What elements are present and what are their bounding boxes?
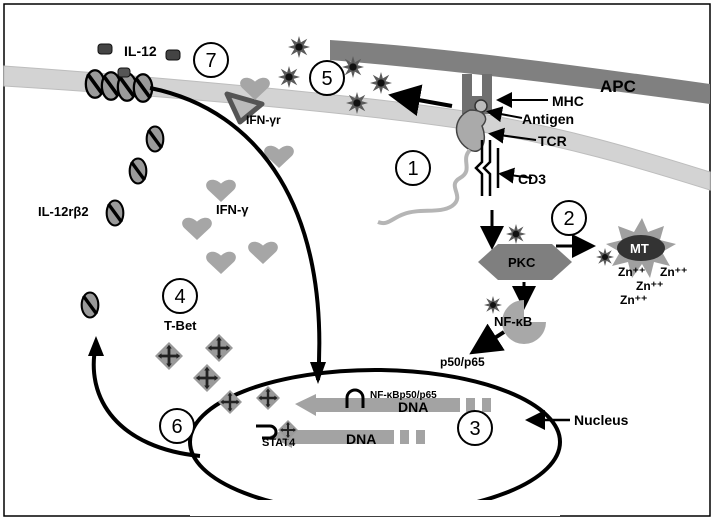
dna-strand-lower: [270, 426, 394, 448]
apc-label: APC: [600, 77, 636, 96]
step-1-label: 1: [407, 158, 418, 180]
p50p65-label: p50/p65: [440, 355, 485, 369]
ifn-receptor: [224, 91, 265, 125]
step-6-circle: [159, 408, 195, 444]
zn-label-4: Zn⁺⁺: [620, 293, 647, 307]
il12r-free-4: [80, 290, 100, 320]
il12r-free-1: [145, 124, 165, 154]
nucleus-cut: [190, 500, 560, 516]
il12r-label: IL-12rβ2: [38, 204, 89, 219]
nfkb-molecule: [502, 300, 546, 344]
stat4-label: STAT4: [262, 437, 296, 449]
nfkb-activation-star: [484, 296, 502, 314]
step-5-label: 5: [321, 68, 332, 90]
zn-label-2: Zn⁺⁺: [660, 265, 687, 279]
il12r-free-3: [105, 198, 125, 228]
mhc-label: MHC: [552, 93, 584, 109]
feedback-path: [91, 343, 201, 458]
dna-block-2: [482, 398, 491, 412]
dna-strand-upper: [295, 394, 460, 416]
dna-block-3: [400, 430, 409, 444]
ifn-gamma-label: IFN-γ: [216, 202, 249, 217]
mt-activation-star: [596, 248, 614, 266]
nfkb-binding-hook: [345, 388, 365, 408]
il12-molecules: [97, 43, 181, 78]
apc-membrane: [330, 40, 710, 104]
nfkb-label: NF-κB: [494, 314, 532, 329]
step-3-label: 3: [469, 418, 480, 440]
tcr-arrow: [488, 127, 537, 144]
step-2-label: 2: [563, 208, 574, 230]
dna-label-upper: DNA: [398, 399, 428, 415]
secretion-arrow: [388, 84, 453, 116]
mhc-tcr-complex: [377, 74, 500, 225]
step-markers: 1 2 3 4 5 6 7: [159, 42, 587, 446]
tcr-label: TCR: [538, 133, 567, 149]
step-1-circle: [395, 150, 431, 186]
mt-label: MT: [630, 241, 649, 256]
stat4-binding-hook: [256, 424, 278, 440]
il12-label: IL-12: [124, 43, 157, 59]
nucleus-label: Nucleus: [574, 412, 629, 428]
step-7-circle: [193, 42, 229, 78]
zn-label-3: Zn⁺⁺: [636, 279, 663, 293]
step-5-circle: [309, 60, 345, 96]
step-4-circle: [162, 278, 198, 314]
pkc-activation-star: [506, 224, 526, 244]
cd3-arrow: [498, 167, 533, 184]
dna-block-4: [416, 430, 425, 444]
mt-core: [617, 235, 665, 261]
il12r-free-2: [128, 156, 148, 186]
step-2-circle: [551, 200, 587, 236]
pkc-label: PKC: [508, 255, 536, 270]
ifn-receptor-label: IFN-γr: [246, 113, 281, 127]
tcr-tail: [377, 148, 472, 225]
feedback-head: [88, 336, 104, 356]
nfkb-to-nucleus-arrow: [469, 323, 506, 355]
step-7-label: 7: [205, 50, 216, 72]
step-3-circle: [457, 410, 493, 446]
cd3-chains: [474, 140, 500, 196]
cd3-label: CD3: [518, 171, 546, 187]
antigen-label: Antigen: [522, 111, 574, 127]
metallothionein: [606, 218, 676, 278]
dna-block-1: [466, 398, 475, 412]
dna-label-lower: DNA: [346, 431, 376, 447]
tbet-label: T-Bet: [164, 318, 197, 333]
il12-to-nucleus-head: [310, 362, 326, 384]
step-6-label: 6: [171, 416, 182, 438]
il12-to-nucleus-path: [149, 86, 322, 381]
zn-label-1: Zn⁺⁺: [618, 265, 645, 279]
pkc-hexagon: [478, 244, 572, 280]
antigen-arrow: [486, 106, 523, 123]
nfkb-dna-label: NF-κBp50/p65: [370, 390, 437, 401]
step-4-label: 4: [174, 286, 185, 308]
